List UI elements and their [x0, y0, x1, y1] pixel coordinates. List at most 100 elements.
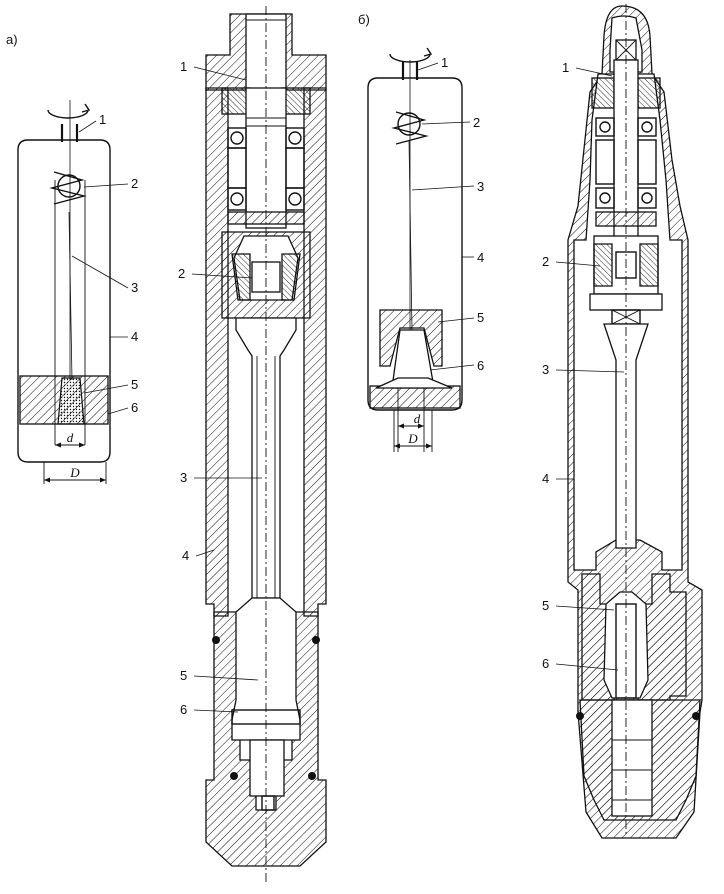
- leader-sec2-2: [555, 261, 601, 267]
- leader-sec2-6: [555, 663, 619, 671]
- callout-1: 1: [99, 112, 106, 127]
- callout-2: 2: [131, 176, 138, 191]
- ball-b-right-2: [641, 192, 653, 204]
- roller-b-left: [595, 139, 615, 185]
- leader-sec1-4: [195, 549, 215, 557]
- section-drawing-b: 1 2 3 4 5 6: [542, 4, 703, 839]
- rotation-arc: [47, 109, 89, 119]
- inner-cavity: [573, 73, 683, 571]
- callout-sec1-3: 3: [180, 470, 187, 485]
- oring-b-right: [692, 712, 700, 720]
- seal-right: [281, 87, 311, 115]
- callout-b-2: 2: [473, 115, 480, 130]
- dim-label-D: D: [69, 465, 80, 480]
- callout-b-5: 5: [477, 310, 484, 325]
- section-drawing-a: 1 2 3 4 5 6: [178, 6, 327, 884]
- leader-sec2-5: [555, 605, 615, 611]
- callout-sec1-2: 2: [178, 266, 185, 281]
- bearing-b-right-2: [637, 187, 657, 209]
- ball-b-left-2: [599, 192, 611, 204]
- housing-wall-left: [205, 87, 229, 617]
- callout-b-1: 1: [441, 55, 448, 70]
- housing-outline-b: [367, 77, 463, 411]
- lower-bearing-right: [285, 187, 305, 211]
- ball-b-right-1: [641, 121, 653, 133]
- rotation-arrow-b: [423, 47, 433, 57]
- leader-b-2: [421, 121, 471, 125]
- oring-lower-right: [308, 772, 316, 780]
- bearing-ball-right: [288, 131, 302, 145]
- dim-label-D-b: D: [407, 431, 418, 446]
- bearing-b-left-2: [595, 187, 615, 209]
- coupling-liner-right: [281, 253, 301, 301]
- dim-arrows-d-b: [398, 423, 424, 429]
- leader-6: [107, 407, 129, 415]
- leader-5: [83, 384, 129, 394]
- callout-sec1-5: 5: [180, 668, 187, 683]
- base-plate-b: [369, 385, 461, 409]
- cone-plug: [57, 377, 85, 425]
- shaft-line-b-2: [408, 139, 413, 331]
- dim-label-d-b: d: [414, 411, 421, 426]
- housing-outline: [17, 139, 111, 463]
- leader-sec1-2: [191, 273, 253, 279]
- lower-ball-right: [288, 192, 302, 206]
- callout-sec2-2: 2: [542, 254, 549, 269]
- coupling-liner-b-left: [593, 243, 613, 287]
- bearing-b-right-1: [637, 117, 657, 137]
- oring-lower-left: [230, 772, 238, 780]
- cone-tip: [261, 795, 275, 811]
- leader-b-5: [437, 317, 475, 323]
- oring-upper-left: [212, 636, 220, 644]
- tip-bore-b: [611, 699, 653, 817]
- dim-arrows-d: [55, 442, 85, 448]
- leader-sec2-3: [555, 369, 625, 373]
- cone-base-b: [375, 377, 453, 389]
- eccentric-ball-b: [397, 112, 421, 136]
- bearing-b-left-1: [595, 117, 615, 137]
- roller-b-right: [637, 139, 657, 185]
- shaft-line-2: [68, 211, 73, 381]
- schematic-b: б) d D 1 2 3 4 5 6: [358, 12, 484, 452]
- leader-sec1-5: [193, 675, 259, 681]
- panel-label-a: a): [6, 32, 18, 47]
- schematic-a: a) d D 1 2 3 4 5 6: [6, 32, 138, 484]
- callout-sec2-3: 3: [542, 362, 549, 377]
- callout-sec1-1: 1: [180, 59, 187, 74]
- ball-b-left-1: [599, 121, 611, 133]
- callout-b-3: 3: [477, 179, 484, 194]
- leader-1: [78, 120, 97, 133]
- leader-b-1: [417, 62, 439, 71]
- housing-wall-right: [303, 87, 327, 617]
- callout-sec2-1: 1: [562, 60, 569, 75]
- panel-label-b: б): [358, 12, 370, 27]
- callout-sec2-4: 4: [542, 471, 549, 486]
- callout-sec2-6: 6: [542, 656, 549, 671]
- callout-sec1-6: 6: [180, 702, 187, 717]
- callout-3: 3: [131, 280, 138, 295]
- rotation-arc-b: [389, 53, 431, 63]
- bearing-ball-left: [230, 131, 244, 145]
- leader-2: [83, 183, 129, 188]
- leader-b-6: [429, 364, 475, 371]
- lower-bearing-left: [227, 187, 247, 211]
- callout-b-6: 6: [477, 358, 484, 373]
- roller-left: [227, 147, 247, 189]
- upper-seal-right: [637, 77, 661, 109]
- callout-6: 6: [131, 400, 138, 415]
- spring-zigzag-b: [391, 111, 429, 145]
- callout-5: 5: [131, 377, 138, 392]
- rotation-arrow: [81, 103, 91, 113]
- dim-label-d: d: [67, 430, 74, 445]
- leader-3: [71, 255, 129, 289]
- roller-right: [285, 147, 305, 189]
- spring-zigzag: [49, 171, 87, 205]
- callout-sec1-4: 4: [182, 548, 189, 563]
- callout-sec2-5: 5: [542, 598, 549, 613]
- oring-b-left: [576, 712, 584, 720]
- cone-stem: [249, 739, 285, 797]
- leader-sec1-1: [193, 66, 247, 81]
- leader-sec1-6: [193, 709, 239, 713]
- leader-sec2-1: [575, 67, 613, 77]
